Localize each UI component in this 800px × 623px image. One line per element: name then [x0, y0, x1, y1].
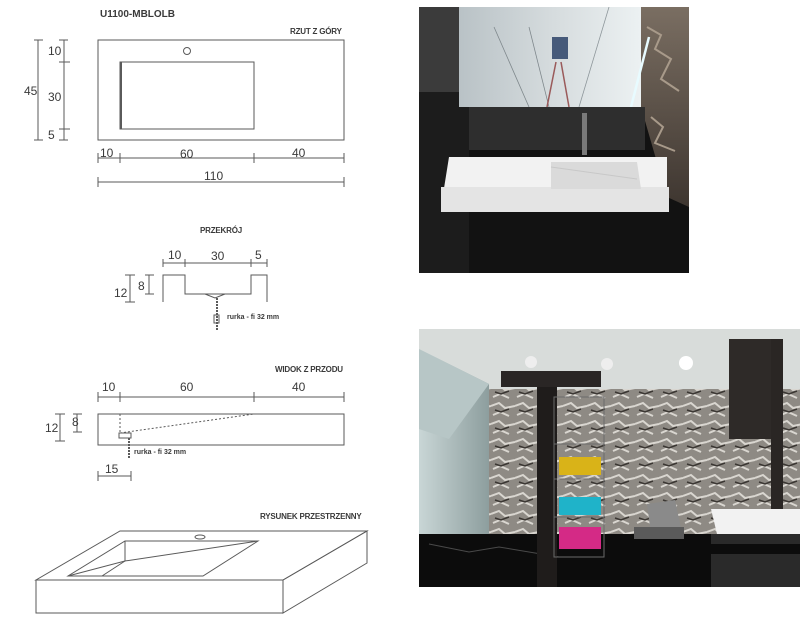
dim-section-depth: 8 — [138, 279, 145, 293]
dim-front-height: 12 — [45, 421, 59, 435]
top-view-label: RZUT Z GÓRY — [290, 27, 342, 36]
bathroom-photo-sink-closeup — [419, 7, 689, 273]
dim-top-total-width: 110 — [204, 169, 224, 183]
dim-section-height: 12 — [114, 286, 128, 300]
dim-front-right: 40 — [292, 380, 306, 394]
front-view-drawing — [55, 392, 345, 481]
dim-top-front-margin: 5 — [48, 128, 55, 142]
front-drain-note: rurka - fi 32 mm — [134, 449, 187, 456]
front-view-label: WIDOK Z PRZODU — [275, 365, 343, 374]
dim-top-back-margin: 10 — [48, 44, 62, 58]
dim-front-depth: 8 — [72, 415, 79, 429]
dim-section-middle: 30 — [211, 249, 225, 263]
dim-section-left: 10 — [168, 248, 182, 262]
section-drain-note: rurka - fi 32 mm — [227, 314, 280, 321]
dim-front-left: 10 — [102, 380, 116, 394]
bathroom-photo-interior — [419, 329, 800, 587]
technical-drawings — [34, 39, 369, 614]
perspective-view-label: RYSUNEK PRZESTRZENNY — [260, 512, 362, 521]
section-view-label: PRZEKRÓJ — [200, 226, 242, 235]
sink-closeup-illustration — [419, 7, 689, 273]
dim-top-total-height: 45 — [24, 84, 38, 98]
dim-top-left-margin: 10 — [100, 146, 114, 160]
dim-section-right: 5 — [255, 248, 262, 262]
product-code: U1100-MBLOLB — [100, 9, 176, 20]
dim-front-middle: 60 — [180, 380, 194, 394]
interior-illustration — [419, 329, 800, 587]
dim-top-right-shelf: 40 — [292, 146, 306, 160]
section-view-drawing — [125, 259, 268, 330]
top-view-drawing — [34, 39, 345, 187]
dim-top-basin-width: 60 — [180, 147, 194, 161]
perspective-view-drawing — [34, 530, 369, 614]
dim-front-drain-offset: 15 — [105, 462, 119, 476]
dim-top-basin-depth: 30 — [48, 90, 62, 104]
